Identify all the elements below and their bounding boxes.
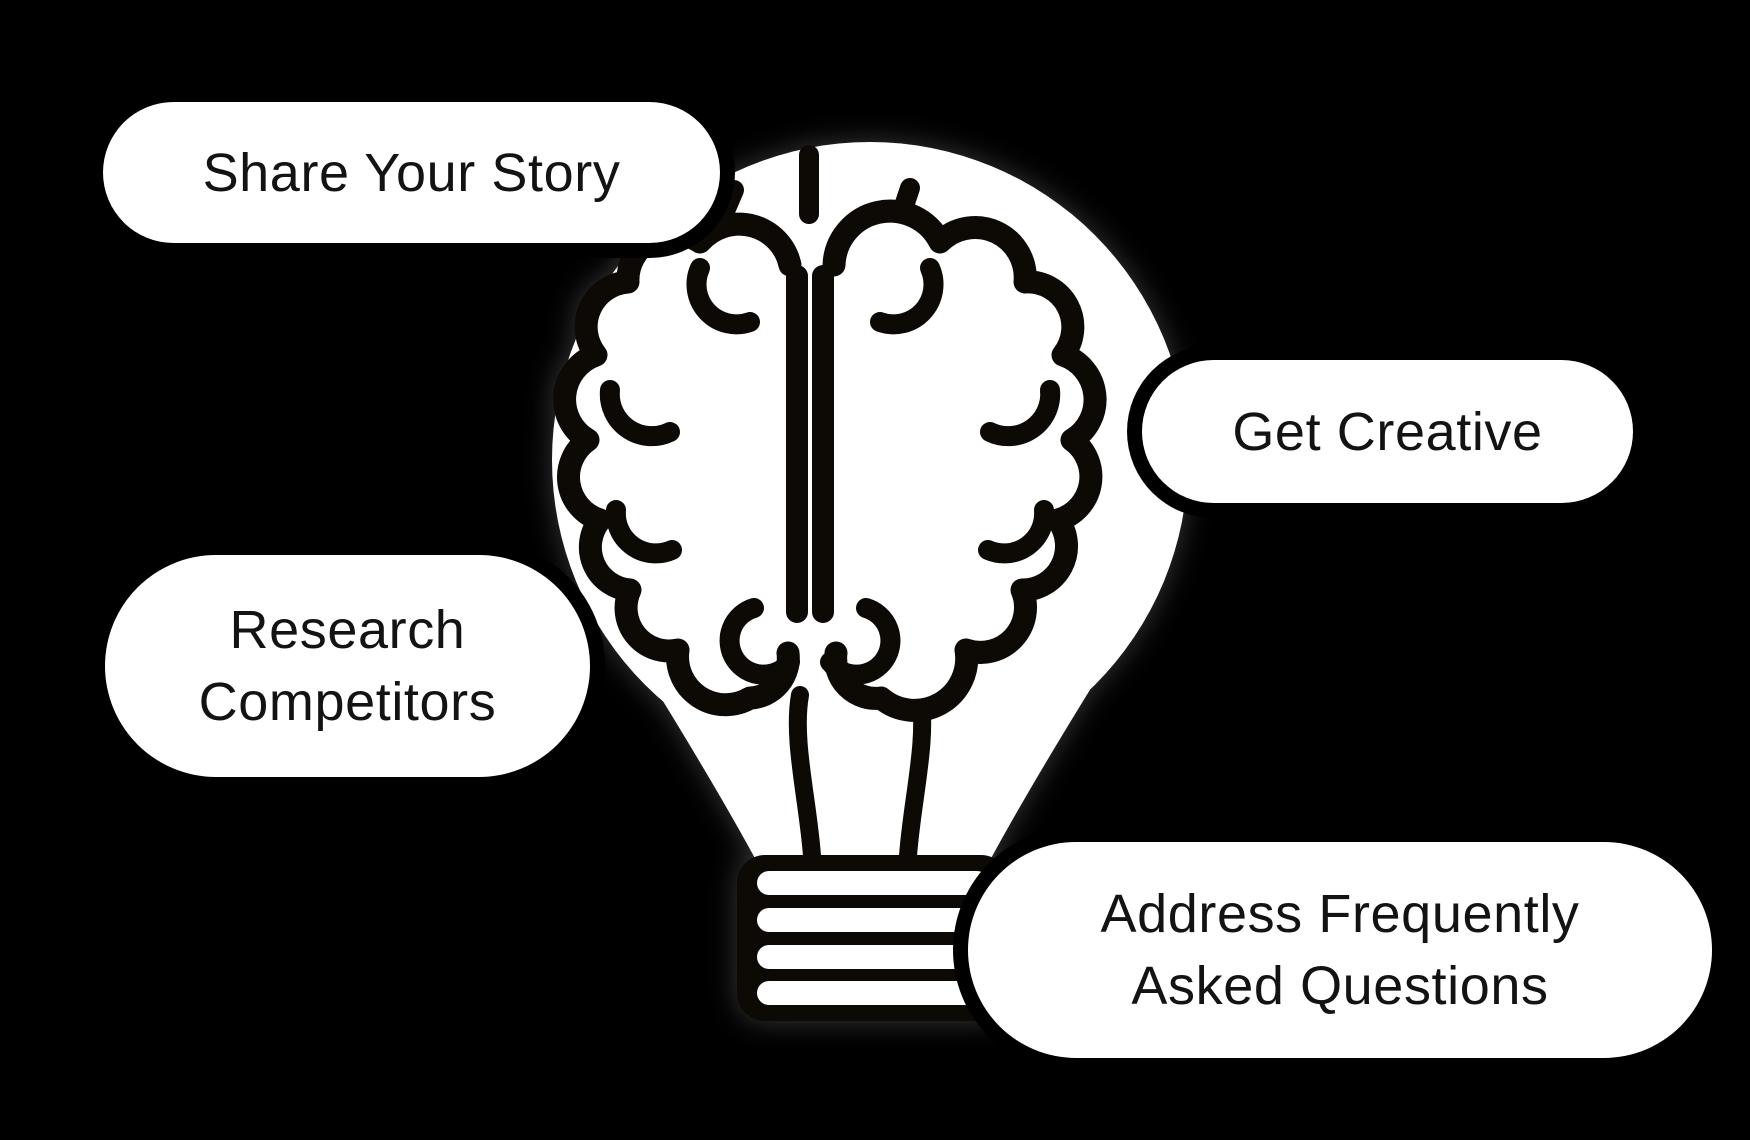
brain-fold-curl [605,500,682,564]
bubble-share-your-story: Share Your Story [103,102,720,243]
base-thread-stripe [757,945,989,969]
bubble-label: Get Creative [1232,401,1543,462]
bubble-label-line: Competitors [198,672,497,732]
bulb-neck-shape [650,680,1096,862]
brain-fold-curl [978,500,1055,564]
bubble-label-line: Asked Questions [1131,956,1549,1016]
base-thread-stripe [757,981,989,1005]
base-thread-stripe [757,871,989,895]
bubble-label-line: Research [229,600,466,660]
bubble-get-creative: Get Creative [1142,360,1633,503]
brain-fold-curl [820,598,901,685]
brain-right-hemisphere [822,199,1107,722]
brain-fold-curl [599,380,680,447]
brain-left-hemisphere [553,212,802,717]
brain-folds [599,258,1061,685]
bubble-label-line: Address Frequently [1100,884,1580,944]
brain-fold-curl [686,258,760,335]
bulb-base [737,855,1009,1021]
brain-fold-curl [980,380,1061,447]
bubble-research-competitors: Research Competitors [105,555,590,777]
brain-icon [553,199,1107,722]
filament-wire [788,686,821,865]
brain-fold-curl [870,258,944,335]
brain-fold-curl [719,598,800,685]
base-thread-stripe [757,908,989,932]
bubble-address-faq: Address Frequently Asked Questions [968,842,1712,1058]
bubble-label: Share Your Story [202,142,621,203]
